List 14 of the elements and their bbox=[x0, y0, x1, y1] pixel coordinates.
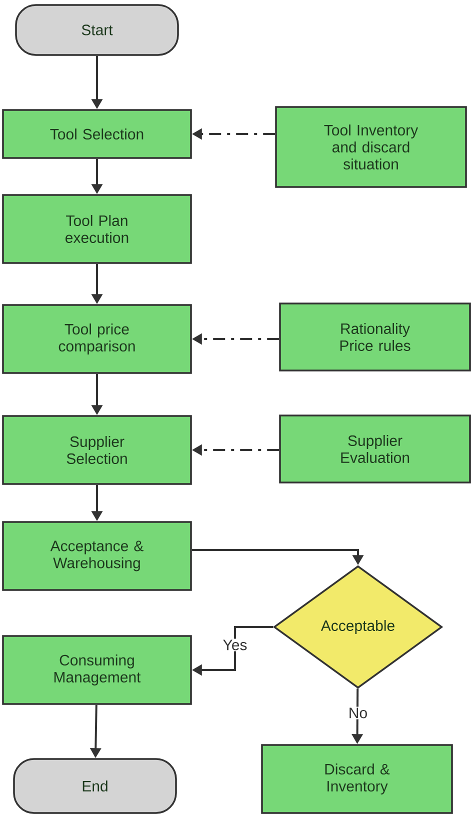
process-box: Tool Selection bbox=[2, 109, 192, 159]
process-box: Tool Inventory and discard situation bbox=[275, 106, 467, 188]
process-box: Rationality Price rules bbox=[279, 302, 471, 372]
edge-label: No bbox=[347, 706, 369, 720]
process-box: Supplier Evaluation bbox=[279, 414, 471, 484]
edge-label: Yes bbox=[222, 638, 248, 652]
process-box: Tool Plan execution bbox=[2, 194, 192, 264]
terminal: Start bbox=[15, 4, 179, 56]
terminal: End bbox=[13, 758, 177, 814]
process-box: Tool price comparison bbox=[2, 304, 192, 374]
process-box: Discard & Inventory bbox=[261, 744, 453, 814]
process-box: Consuming Management bbox=[2, 635, 192, 705]
process-box: Supplier Selection bbox=[2, 415, 192, 485]
process-box: Acceptance & Warehousing bbox=[2, 521, 192, 591]
